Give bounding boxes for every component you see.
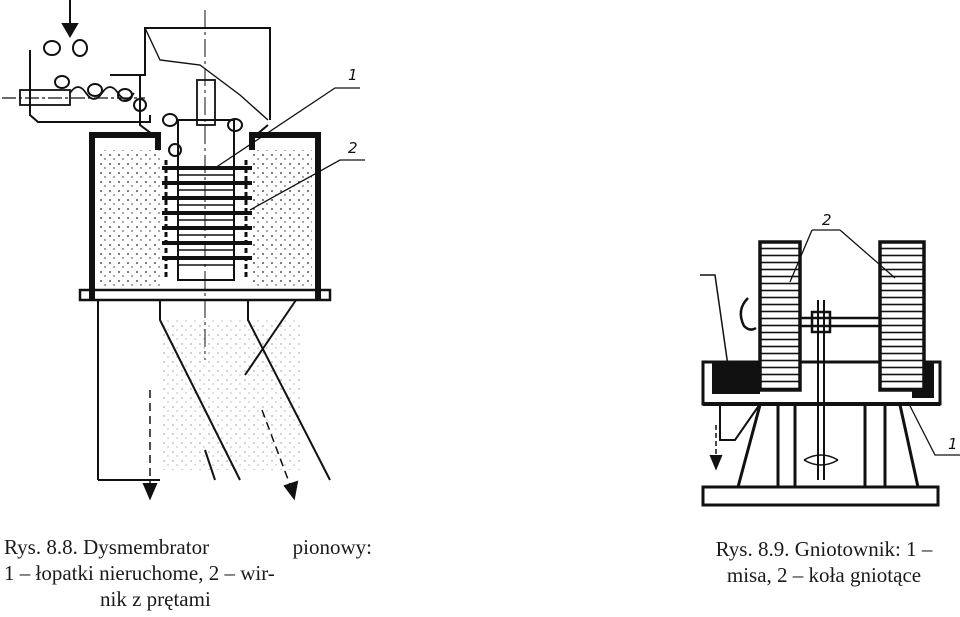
- caption-text: Rys. 8.8. Dysmembrator: [4, 535, 210, 559]
- gniotownik-diagram: [700, 229, 960, 507]
- caption-line: Rys. 8.8. Dysmembrator pionowy:: [4, 534, 372, 560]
- screw-feeder: [2, 39, 151, 123]
- leader-lines-8-9: [789, 229, 960, 456]
- crushing-wheel-left: [758, 240, 802, 392]
- caption-fig-8-9: Rys. 8.9. Gniotownik: 1 – misa, 2 – koła…: [690, 536, 958, 588]
- callout-8-8-1: 1: [348, 66, 358, 84]
- rotation-arrow: [739, 297, 757, 331]
- discharge-chutes: [97, 299, 331, 501]
- dysmembrator-diagram: [2, 0, 365, 501]
- caption-fig-8-8: Rys. 8.8. Dysmembrator pionowy: 1 – łopa…: [4, 534, 372, 612]
- crushing-wheel-right: [878, 240, 926, 392]
- caption-line: nik z prętami: [100, 587, 211, 611]
- caption-text: pionowy:: [292, 535, 372, 559]
- hopper: [110, 27, 271, 141]
- frame-legs: [736, 404, 920, 488]
- callout-8-8-2: 2: [348, 139, 358, 157]
- axle: [800, 300, 880, 480]
- shaft: [196, 79, 216, 126]
- callout-8-9-2: 2: [822, 211, 832, 229]
- caption-line: 1 – łopatki nieruchome, 2 – wir-: [4, 561, 275, 585]
- caption-line: misa, 2 – koła gniotące: [726, 563, 922, 587]
- inlet-arrow: [61, 0, 79, 38]
- leader-lines: [214, 87, 365, 211]
- callout-8-9-1: 1: [948, 435, 958, 453]
- pan: [701, 360, 942, 441]
- caption-line: Rys. 8.9. Gniotownik: 1 –: [715, 537, 933, 561]
- base-plate: [701, 485, 940, 507]
- housing: [78, 132, 332, 302]
- feed-arrow: [700, 274, 738, 471]
